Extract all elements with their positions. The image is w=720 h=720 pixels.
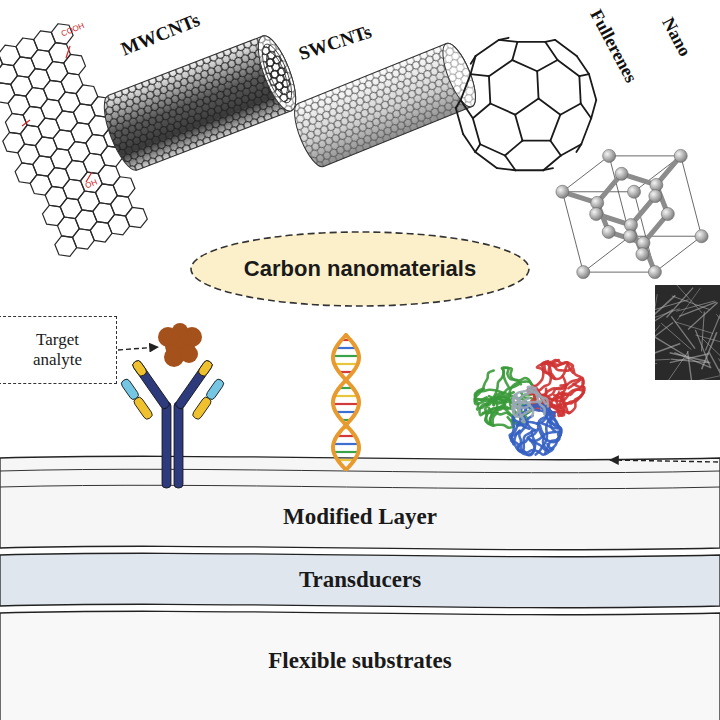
material-label: Fullerenes — [585, 6, 641, 86]
category-ellipse: Carbon nanomaterials — [190, 231, 530, 307]
fullerene-illustration — [456, 38, 597, 170]
analyte-blob — [158, 323, 202, 367]
nanodiamond-illustration — [556, 149, 708, 278]
node-text: Modified Layer — [283, 504, 437, 530]
node-outline — [0, 452, 720, 548]
leader-arrow — [118, 347, 158, 350]
node-text: Flexible substrates — [268, 648, 451, 674]
antibody-illustration — [120, 359, 225, 488]
material-label: MWCNTs — [118, 9, 203, 60]
nanofiber-micrograph — [655, 285, 720, 380]
material-label: Nano — [657, 14, 695, 60]
leader-arrow — [610, 460, 718, 462]
functional-group-label: OH — [84, 178, 98, 191]
dna-helix — [333, 335, 359, 469]
layer-band: Modified Layer — [0, 452, 720, 548]
layer-band: Transducers — [0, 552, 720, 606]
enzyme-protein — [475, 360, 585, 455]
node-text: Target analyte — [11, 330, 104, 370]
node-text: Transducers — [299, 567, 421, 593]
functional-group-label: COOH — [60, 21, 86, 38]
node-text: Carbon nanomaterials — [244, 256, 476, 282]
layer-band: Flexible substrates — [0, 610, 720, 720]
material-label: SWCNTs — [296, 21, 374, 65]
functional-group-bond — [22, 46, 92, 182]
analyte-box: Target analyte — [0, 316, 117, 384]
